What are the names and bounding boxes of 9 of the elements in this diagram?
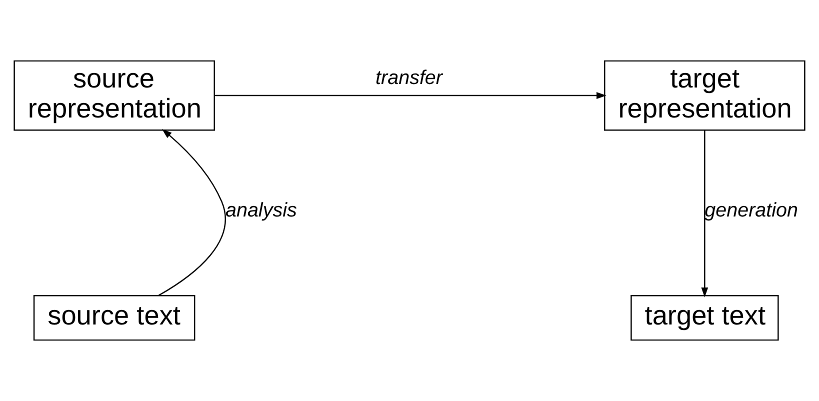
edge-label: transfer <box>376 67 443 90</box>
arrow <box>214 92 606 99</box>
arrow <box>701 130 708 298</box>
node-box: source text <box>33 294 196 341</box>
edge-label: analysis <box>225 199 297 222</box>
node-box: source representation <box>14 60 215 131</box>
node-box: target text <box>630 294 779 341</box>
node-box: target representation <box>604 60 806 131</box>
arrow <box>158 129 226 296</box>
